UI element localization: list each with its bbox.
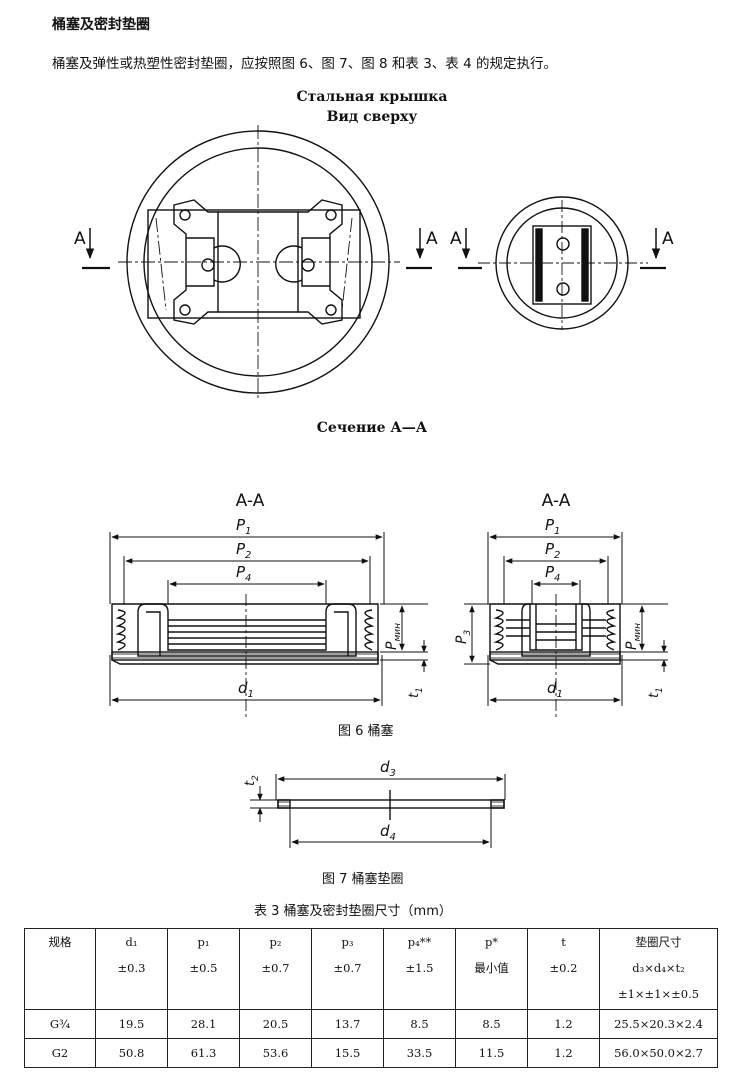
table-cell: 19.5	[95, 1009, 168, 1039]
table-cell: 25.5×20.3×2.4	[599, 1009, 718, 1039]
table-cell: 13.7	[311, 1009, 384, 1039]
fig6-left-p2: P2	[236, 540, 251, 561]
section-title: 桶塞及密封垫圈	[52, 17, 150, 33]
fig6-left-pmin: Pмин	[384, 623, 403, 650]
table-header-cell: p₄**±1.5	[383, 928, 456, 1010]
section-markers-small	[458, 228, 666, 270]
table-header-cell: p*最小值	[455, 928, 528, 1010]
table-header-cell: 规格	[24, 928, 96, 1010]
fig6-dimensions-left	[109, 532, 428, 706]
table-cell: G¾	[24, 1009, 96, 1039]
fig6-left-p1: P1	[236, 516, 251, 537]
table-cell: 8.5	[383, 1009, 456, 1039]
table-cell: 11.5	[455, 1038, 528, 1068]
table3-title: 表 3 桶塞及密封垫圈尺寸（mm）	[254, 904, 452, 919]
section-marker-a-2: A	[426, 229, 438, 249]
table-cell: 15.5	[311, 1038, 384, 1068]
fig6-right-t1: t1	[647, 687, 665, 698]
section-marker-a-3: A	[450, 229, 462, 249]
fig6-left-p4: P4	[236, 563, 251, 584]
fig6-right-p2: P2	[545, 540, 560, 561]
fig6-left-t1: t1	[407, 687, 425, 698]
fig7-d4: d4	[380, 822, 396, 843]
table-header-cell: d₁±0.3	[95, 928, 168, 1010]
section-marker-a-1: A	[74, 229, 86, 249]
fig6-section-label-right: A-A	[542, 491, 571, 511]
fig7-d3: d3	[380, 758, 396, 779]
figure6-caption: 图 6 桶塞	[338, 724, 394, 739]
table-header-cell: t±0.2	[527, 928, 600, 1010]
table-cell: 53.6	[239, 1038, 312, 1068]
table3: 规格 d₁±0.3 p₁±0.5 p₂±0.7 p₃±0.7 p₄**±1.5 …	[24, 928, 718, 1068]
centerlines-large	[118, 125, 400, 400]
table-cell: 33.5	[383, 1038, 456, 1068]
section-caption: Сечение А—А	[317, 420, 428, 436]
fig6-right-p1: P1	[545, 516, 560, 537]
fig7-t2: t2	[243, 775, 261, 786]
fig6-bung-profile-left	[111, 603, 379, 665]
fig6-right-d1: d1	[547, 679, 563, 700]
fig6-right-p4: P4	[545, 563, 560, 584]
table-cell: 8.5	[455, 1009, 528, 1039]
fig6-right-p3: P3	[454, 630, 473, 644]
technical-drawings: Стальная крышка Вид сверху A A	[74, 89, 674, 848]
centerlines-small	[478, 200, 648, 330]
table-cell: 56.0×50.0×2.7	[599, 1038, 718, 1068]
fig6-left-d1: d1	[238, 679, 254, 700]
figure7-caption: 图 7 桶塞垫圈	[322, 872, 404, 887]
fig6-bung-profile-right	[489, 603, 621, 665]
fig7-gasket	[250, 774, 506, 848]
table-cell: 20.5	[239, 1009, 312, 1039]
fig6-right-pmin: Pмин	[624, 623, 643, 650]
table-cell: G2	[24, 1038, 96, 1068]
table-cell: 1.2	[527, 1038, 600, 1068]
table-cell: 61.3	[167, 1038, 240, 1068]
table-header-cell: p₂±0.7	[239, 928, 312, 1010]
table-header-cell: p₁±0.5	[167, 928, 240, 1010]
table-header-cell: p₃±0.7	[311, 928, 384, 1010]
top-figure-title-2: Вид сверху	[327, 109, 418, 125]
table-row: G¾ 19.5 28.1 20.5 13.7 8.5 8.5 1.2 25.5×…	[24, 1009, 718, 1039]
table-cell: 28.1	[167, 1009, 240, 1039]
intro-text: 桶塞及弹性或热塑性密封垫圈，应按照图 6、图 7、图 8 和表 3、表 4 的规…	[52, 56, 557, 72]
section-marker-a-4: A	[662, 229, 674, 249]
section-markers-large	[82, 228, 432, 270]
table-row: G2 50.8 61.3 53.6 15.5 33.5 11.5 1.2 56.…	[24, 1038, 718, 1068]
fig6-section-label-left: A-A	[236, 491, 265, 511]
top-figure-title-1: Стальная крышка	[297, 89, 448, 105]
fig6-dimensions-right	[464, 532, 668, 706]
table-header-row: 规格 d₁±0.3 p₁±0.5 p₂±0.7 p₃±0.7 p₄**±1.5 …	[24, 928, 718, 1010]
table-cell: 1.2	[527, 1009, 600, 1039]
table-cell: 50.8	[95, 1038, 168, 1068]
